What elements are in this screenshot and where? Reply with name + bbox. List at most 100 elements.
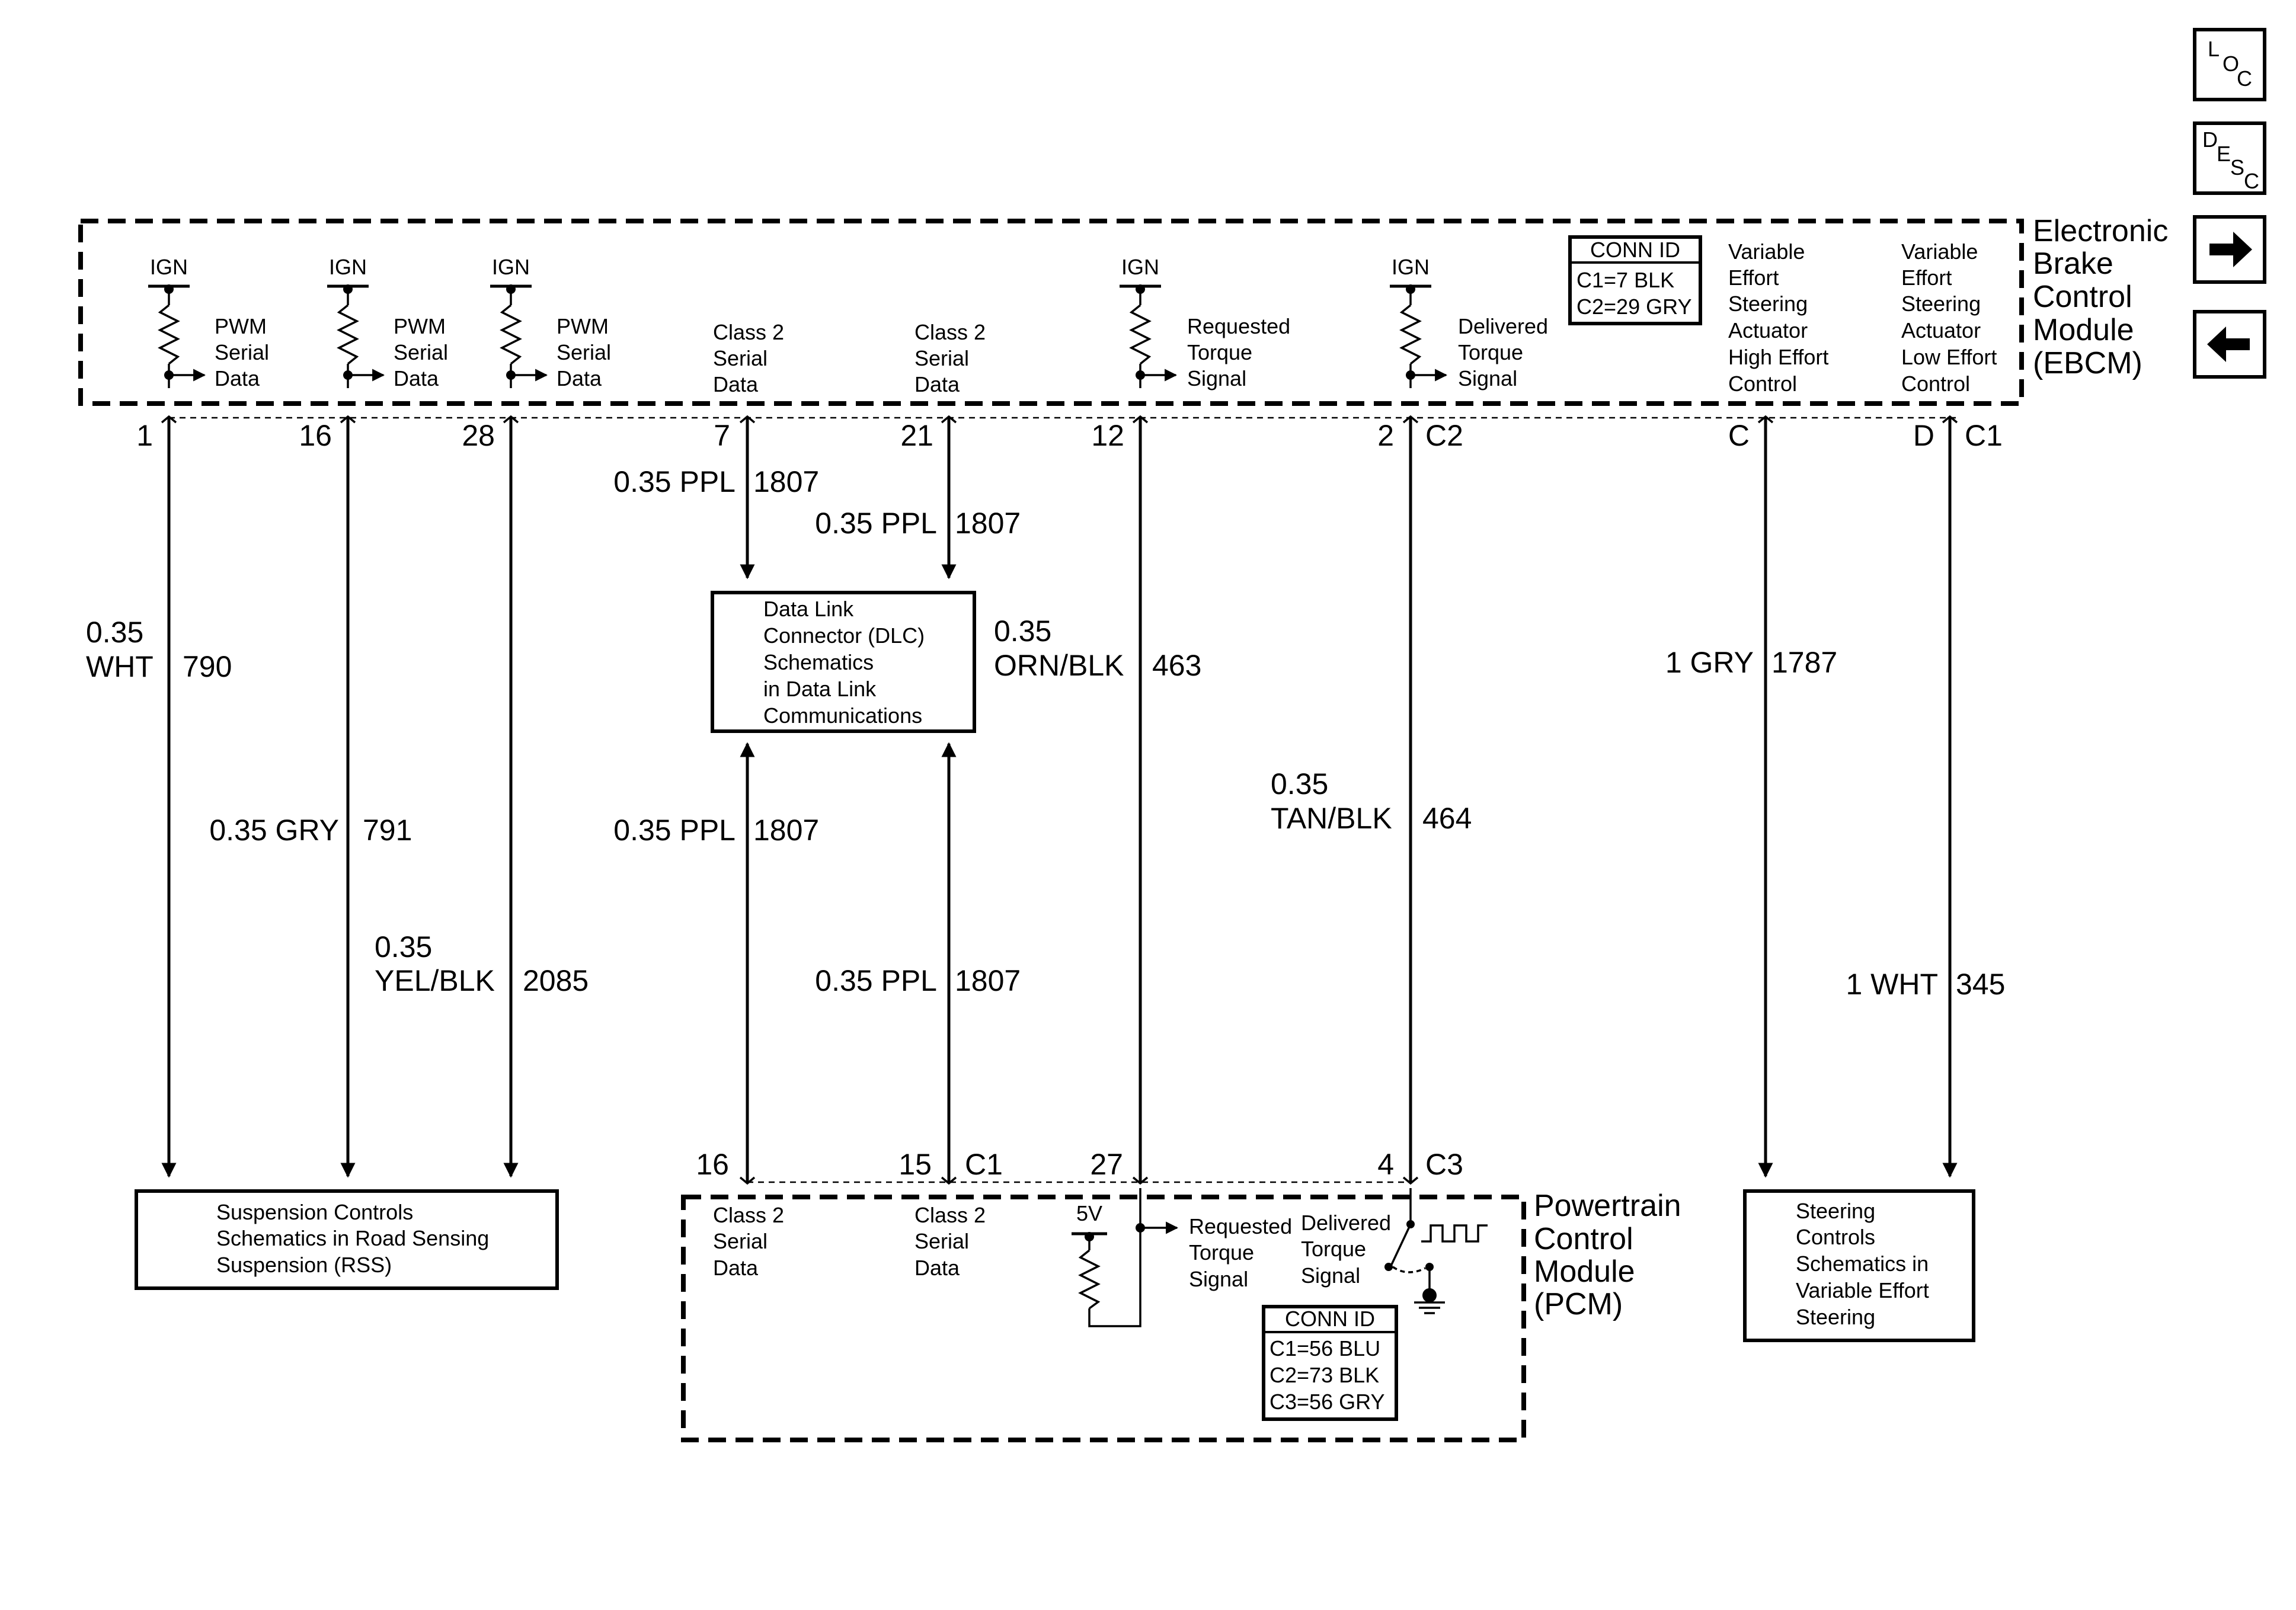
delivered-label-line: Torque xyxy=(1458,340,1523,364)
resistor-icon xyxy=(500,304,522,365)
switch-icon xyxy=(1390,1224,1412,1265)
pcm-boundary xyxy=(681,1195,1526,1442)
pcm-delivered-label-line: Delivered xyxy=(1301,1211,1391,1235)
steering-reference-box[interactable]: Steering Controls Schematics in Variable… xyxy=(1743,1189,1975,1342)
pcm-conn-id-table: CONN ID C1=56 BLU C2=73 BLK C3=56 GRY xyxy=(1262,1305,1398,1421)
pcm-delivered-label-line: Torque xyxy=(1301,1237,1366,1261)
loc-c: C xyxy=(2237,66,2252,91)
loc-button[interactable]: L O C xyxy=(2193,28,2266,101)
requested-label-line: Signal xyxy=(1187,366,1246,391)
rss-reference-box[interactable]: Suspension Controls Schematics in Road S… xyxy=(135,1189,559,1290)
pwm-label-line: Serial xyxy=(215,340,269,364)
requested-label-line: Requested xyxy=(1187,314,1290,338)
resistor-icon xyxy=(1129,304,1152,365)
requested-label-line: Torque xyxy=(1187,340,1252,364)
wire-2085-label: 0.35 YEL/BLK xyxy=(375,930,495,997)
pcm-requested-torque-circuit: 5V Requested Torque Signal xyxy=(1072,1188,1298,1327)
ebcm-delivered-torque-circuit: IGN Delivered Torque Signal xyxy=(1390,255,1554,391)
resistor-icon xyxy=(1399,304,1422,365)
pcm-delivered-torque-circuit: Delivered Torque Signal xyxy=(1301,1188,1488,1314)
wire-790-label: 0.35 WHT xyxy=(86,616,154,683)
pcm-conn-id-row: C2=73 BLK xyxy=(1269,1363,1379,1387)
wire-464-label: 0.35 TAN/BLK xyxy=(1271,767,1392,835)
svg-text:Delivered Torque: Delivered Torque Signal xyxy=(1458,314,1554,391)
dlc-reference-box[interactable]: Data Link Connector (DLC) Schematics in … xyxy=(711,591,976,733)
ign-label: IGN xyxy=(1121,255,1159,279)
wire-1807-circuit: 1807 xyxy=(955,964,1021,997)
connector-label: C1 xyxy=(965,1148,1003,1181)
steering-line: Steering xyxy=(1796,1199,1875,1223)
pwm-label-line: PWM xyxy=(394,314,446,338)
delivered-label-line: Delivered xyxy=(1458,314,1548,338)
dlc-line: Communications xyxy=(763,703,922,728)
ign-label: IGN xyxy=(492,255,530,279)
pwm-label-line: PWM xyxy=(557,314,609,338)
wire-791-label: 0.35 GRY xyxy=(209,814,339,847)
pin-label: 16 xyxy=(696,1148,729,1181)
pcm-conn-id-header: CONN ID xyxy=(1285,1307,1375,1331)
pwm-label-line: Data xyxy=(557,366,602,391)
pin-label: 4 xyxy=(1377,1148,1394,1181)
svg-text:Requested Torque: Requested Torque Signal xyxy=(1187,314,1296,391)
pwm-label-line: Data xyxy=(394,366,439,391)
pcm-class2-label-pin16: Class 2 Serial Data xyxy=(713,1203,790,1280)
wire-1807-label: 0.35 PPL xyxy=(613,814,736,847)
wire-790-circuit: 790 xyxy=(183,650,232,683)
5v-label: 5V xyxy=(1076,1201,1102,1225)
pwm-label-line: Serial xyxy=(557,340,611,364)
resistor-icon xyxy=(337,304,359,365)
desc-c: C xyxy=(2244,169,2259,193)
desc-s: S xyxy=(2230,155,2244,180)
connector-label: C3 xyxy=(1425,1148,1463,1181)
previous-page-button[interactable] xyxy=(2193,310,2266,379)
svg-text:Requested Torque: Requested Torque Signal xyxy=(1189,1214,1298,1291)
ebcm-pwm-circuit-pin16: IGN PWM Serial Data xyxy=(327,255,454,391)
steering-line: Variable Effort xyxy=(1796,1278,1929,1302)
ebcm-ves-low-effort-label: Variable Effort Steering Actuator Low Ef… xyxy=(1901,239,2003,396)
pin-label: 16 xyxy=(299,419,332,452)
svg-text:Suspension Controls Sche: Suspension Controls Schematics in Road S… xyxy=(216,1200,495,1277)
pin-label: 15 xyxy=(898,1148,932,1181)
ebcm-title-line: Electronic xyxy=(2033,214,2168,248)
svg-text:Electronic Brake C: Electronic Brake Control Module (EBCM) xyxy=(2033,214,2177,380)
pcm-requested-label-line: Torque xyxy=(1189,1240,1254,1265)
wire-464-circuit: 464 xyxy=(1422,802,1472,835)
svg-text:PWM Serial Dat: PWM Serial Data xyxy=(394,314,454,391)
ign-label: IGN xyxy=(150,255,188,279)
ebcm-title-line: (EBCM) xyxy=(2033,346,2142,380)
wire-1787-label: 1 GRY xyxy=(1665,646,1754,679)
pcm-conn-id-row: C3=56 GRY xyxy=(1269,1390,1384,1414)
wire-1807-circuit: 1807 xyxy=(753,465,819,498)
pcm-title-line: Module xyxy=(1534,1254,1635,1289)
pin-label: C xyxy=(1728,419,1750,452)
arrow-right-icon xyxy=(2209,232,2252,267)
ebcm-conn-id-row: C2=29 GRY xyxy=(1576,295,1691,319)
pin-label: D xyxy=(1913,419,1934,452)
steering-line: Steering xyxy=(1796,1305,1875,1329)
pin-label: 1 xyxy=(136,419,153,452)
desc-button[interactable]: D E S C xyxy=(2193,121,2266,195)
square-wave-icon xyxy=(1421,1224,1488,1243)
connector-label: C1 xyxy=(1965,419,2003,452)
svg-text:PWM Serial Dat: PWM Serial Data xyxy=(215,314,275,391)
wire-345-label: 1 WHT xyxy=(1846,968,1938,1001)
ebcm-conn-id-table: CONN ID C1=7 BLK C2=29 GRY xyxy=(1568,235,1702,325)
ebcm-connector-pins xyxy=(161,415,1958,424)
svg-text:PWM Serial Dat: PWM Serial Data xyxy=(557,314,617,391)
next-page-button[interactable] xyxy=(2193,215,2266,284)
ebcm-ves-high-effort-label: Variable Effort Steering Actuator High E… xyxy=(1728,239,1834,396)
wire-345-circuit: 345 xyxy=(1956,968,2005,1001)
pin-label: 7 xyxy=(714,419,730,452)
ebcm-class2-label-pin21: Class 2 Serial Data xyxy=(914,320,992,396)
wire-1807-label: 0.35 PPL xyxy=(815,964,937,997)
ign-label: IGN xyxy=(329,255,367,279)
pcm-title-line: Powertrain xyxy=(1534,1189,1681,1223)
resistor-icon xyxy=(158,304,180,365)
dlc-line: Schematics xyxy=(763,650,874,674)
pcm-conn-id-row: C1=56 BLU xyxy=(1269,1336,1380,1361)
desc-e: E xyxy=(2217,142,2231,166)
arrow-left-icon xyxy=(2207,327,2250,362)
wire-463-circuit: 463 xyxy=(1152,649,1201,682)
pin-label: 2 xyxy=(1377,419,1394,452)
